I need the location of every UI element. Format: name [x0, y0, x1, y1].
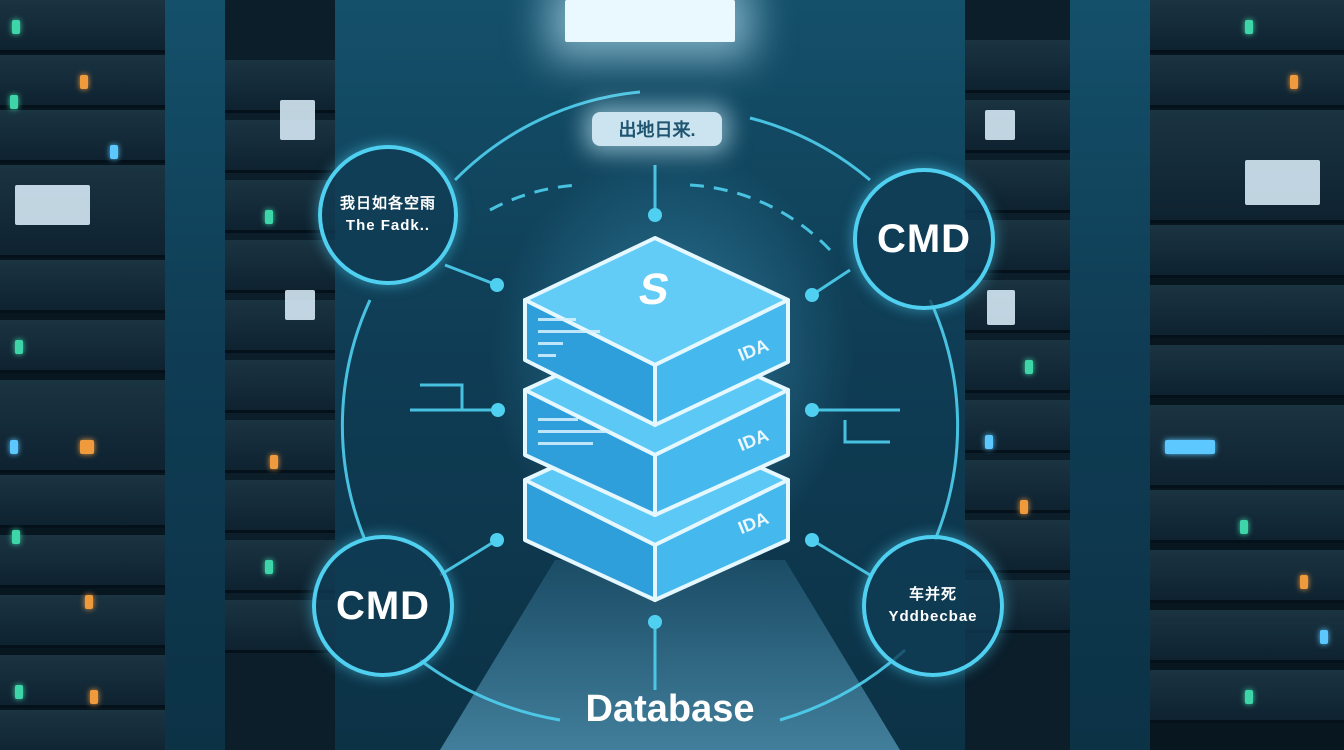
node-bottom-right: 车并死 Yddbecbae [862, 535, 1004, 677]
node-top-right-cmd: CMD [853, 168, 995, 310]
server-rack-left-outer [0, 0, 165, 750]
node-label-line2: Yddbecbae [888, 608, 978, 625]
database-title: Database [585, 688, 755, 730]
database-side-text [538, 318, 610, 445]
database-stack-icon [523, 236, 790, 602]
cmd-label: CMD [335, 583, 431, 628]
node-label-line2: The Fadk.. [345, 217, 431, 234]
node-label-line1: 车并死 [908, 586, 957, 603]
server-rack-right-outer [1150, 0, 1344, 750]
cmd-label: CMD [876, 216, 972, 261]
node-bottom-left-cmd: CMD [312, 535, 454, 677]
server-rack-right-inner [965, 0, 1070, 750]
top-label: 出地日来. [592, 112, 722, 146]
node-top-left: 我日如各空雨 The Fadk.. [318, 145, 458, 285]
ceiling-light [565, 0, 735, 42]
orbit-arc-top-left [453, 90, 641, 182]
node-label-line1: 我日如各空雨 [339, 195, 436, 212]
database-logo-icon: S [635, 265, 674, 314]
